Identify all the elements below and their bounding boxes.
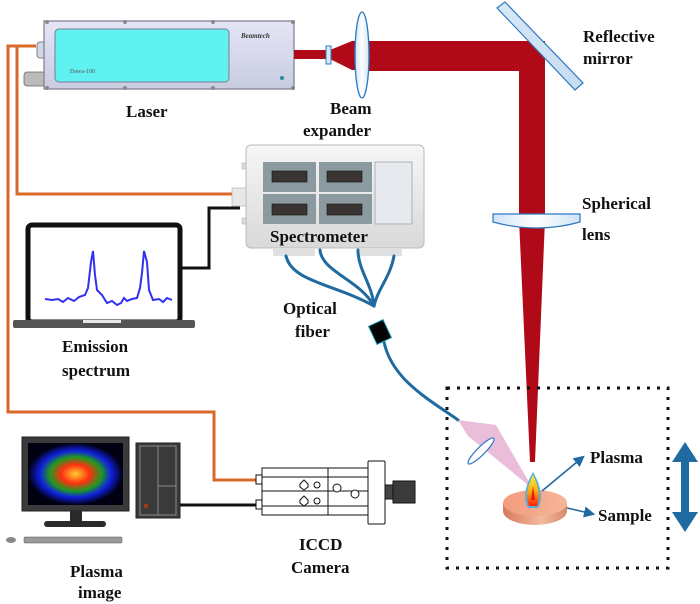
- iccd-label-1: ICCD: [299, 535, 342, 554]
- plasma-arrow: [541, 455, 585, 492]
- beam-expander-concave-lens: [325, 45, 332, 65]
- emission-spectrum-trace: [44, 250, 173, 307]
- spectrometer: [231, 144, 425, 256]
- spherical-lens-label-2: lens: [582, 225, 611, 244]
- fiber-label-2: fiber: [295, 322, 330, 341]
- laser-window: [54, 28, 230, 83]
- emission-label-1: Emission: [62, 337, 129, 356]
- laser-beam: [294, 41, 545, 462]
- laser-model-label: Dawa-100: [70, 69, 95, 75]
- collection-cone: [458, 420, 533, 489]
- spherical-lens-label-1: Spherical: [582, 194, 651, 213]
- optical-fiber: [284, 248, 460, 422]
- beam-expander-convex-lens: [354, 11, 370, 99]
- collection-lens: [467, 437, 495, 465]
- vertical-translation-arrow-icon: [672, 442, 698, 532]
- beam-expander-label-1: Beam: [330, 99, 372, 118]
- plasma-image-display: [28, 443, 123, 505]
- sample-chamber-box: [445, 386, 670, 570]
- laser-unit: Dawa-100 Beamtech: [23, 20, 295, 90]
- trigger-cable-to-iccd: [6, 44, 258, 482]
- plasma-image-label-2: image: [78, 583, 122, 602]
- spectrometer-label: Spectrometer: [270, 227, 368, 246]
- data-cable-spectrometer-laptop: [180, 206, 240, 270]
- emission-label-2: spectrum: [62, 361, 130, 380]
- plasma-plume: [525, 472, 541, 508]
- mirror-label-2: mirror: [583, 49, 633, 68]
- trigger-cables: [6, 44, 258, 482]
- data-cables: [180, 206, 258, 507]
- laser-brand-label: Beamtech: [240, 32, 270, 40]
- plasma-image-label-1: Plasma: [70, 562, 123, 581]
- sample-label: Sample: [598, 506, 652, 525]
- desktop-computer: [6, 436, 181, 544]
- reflective-mirror: [496, 1, 584, 91]
- sample-arrow: [566, 506, 596, 518]
- spherical-lens: [492, 213, 581, 229]
- plasma-label: Plasma: [590, 448, 643, 467]
- laptop: [13, 222, 195, 328]
- fiber-label-1: Optical: [283, 299, 337, 318]
- iccd-label-2: Camera: [291, 558, 350, 577]
- fiber-connector: [367, 318, 393, 346]
- mirror-label-1: Reflective: [583, 27, 655, 46]
- laser-label: Laser: [126, 102, 168, 121]
- iccd-camera: [255, 460, 416, 525]
- trigger-cable-to-spectrometer: [15, 44, 236, 196]
- beam-expander-label-2: expander: [303, 121, 371, 140]
